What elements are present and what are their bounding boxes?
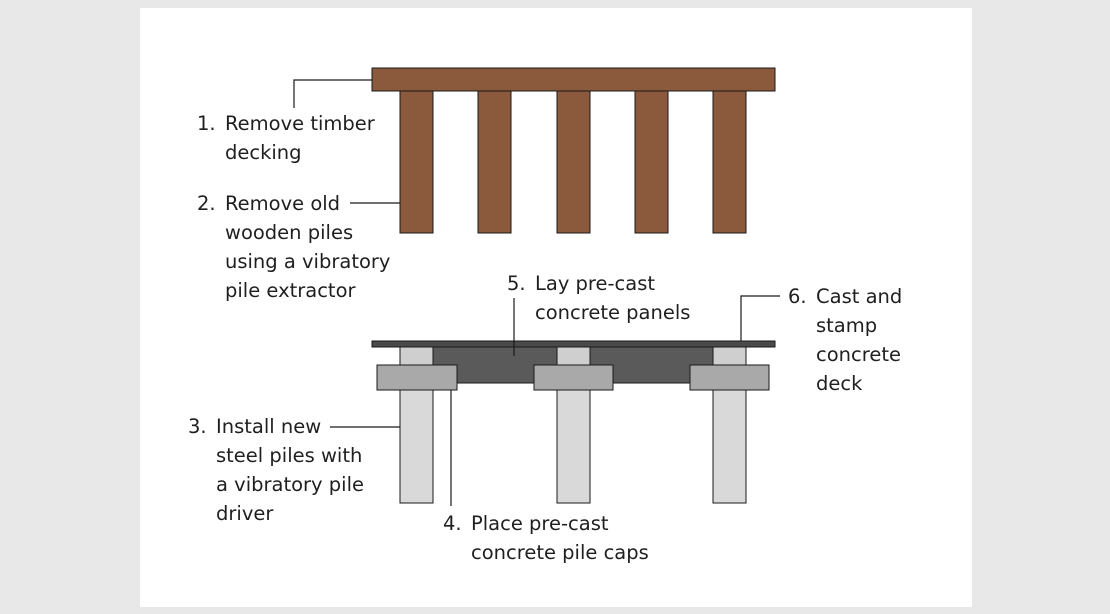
step-2-line: using a vibratory — [225, 250, 391, 273]
timber-pile-2 — [477, 90, 512, 234]
diagram-panel — [140, 8, 972, 607]
old-timber-structure — [371, 67, 776, 234]
timber-pile-4 — [634, 90, 669, 234]
timber-pile-5 — [712, 90, 747, 234]
pile-top-2 — [556, 346, 591, 366]
pile-cap-3 — [689, 364, 770, 391]
pile-cap-1 — [376, 364, 458, 391]
step-3-line: Install new — [216, 415, 322, 438]
step-1-line: Remove timber — [225, 112, 375, 135]
step-1-number: 1. — [197, 112, 216, 135]
step-3-number: 3. — [188, 415, 207, 438]
step-2-line: pile extractor — [225, 279, 356, 302]
pile-top-3 — [712, 346, 747, 366]
step-2-line: Remove old — [225, 192, 341, 215]
timber-pile-1 — [399, 90, 434, 234]
step-2-number: 2. — [197, 192, 216, 215]
pile-cap-2 — [533, 364, 614, 391]
step-6-line: stamp — [816, 314, 878, 337]
step-6-line: concrete — [816, 343, 901, 366]
step-6-line: deck — [816, 372, 863, 395]
leader-line-step-1 — [293, 79, 372, 108]
step-3-line: a vibratory pile — [216, 473, 364, 496]
steel-pile-3 — [712, 389, 747, 504]
step-4-line: concrete pile caps — [471, 541, 649, 564]
step-6-number: 6. — [788, 285, 807, 308]
step-5-number: 5. — [507, 272, 526, 295]
new-concrete-structure — [371, 340, 776, 504]
step-3-line: driver — [216, 502, 274, 525]
step-5-line: concrete panels — [535, 301, 691, 324]
pile-top-1 — [399, 346, 434, 366]
steel-pile-1 — [399, 389, 434, 504]
step-4-line: Place pre-cast — [471, 512, 609, 535]
steel-pile-2 — [556, 389, 591, 504]
leader-line-step-6 — [740, 295, 780, 341]
concrete-deck — [371, 340, 776, 348]
step-5-line: Lay pre-cast — [535, 272, 656, 295]
step-4-number: 4. — [443, 512, 462, 535]
step-2-line: wooden piles — [225, 221, 354, 244]
leader-lines — [293, 79, 780, 506]
step-1-line: decking — [225, 141, 302, 164]
timber-pile-3 — [556, 90, 591, 234]
step-3-line: steel piles with — [216, 444, 363, 467]
timber-decking — [371, 67, 776, 92]
step-6-line: Cast and — [816, 285, 903, 308]
